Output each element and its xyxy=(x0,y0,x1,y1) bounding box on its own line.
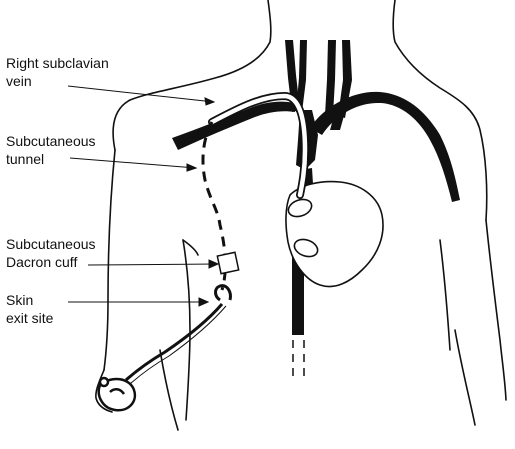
label-tunnel-line2: tunnel xyxy=(6,150,96,168)
label-tunnel: Subcutaneous tunnel xyxy=(6,132,96,168)
label-tunnel-line1: Subcutaneous xyxy=(6,132,96,150)
label-exit-line2: exit site xyxy=(6,309,53,327)
catheter-hub xyxy=(99,378,135,410)
label-subclavian-line1: Right subclavian xyxy=(6,54,109,72)
label-cuff-line1: Subcutaneous xyxy=(6,235,96,253)
label-cuff-line2: Dacron cuff xyxy=(6,253,96,271)
label-exit: Skin exit site xyxy=(6,291,53,327)
dacron-cuff xyxy=(217,252,238,273)
leader-lines xyxy=(68,86,218,306)
external-catheter-outline xyxy=(130,306,226,384)
label-exit-line1: Skin xyxy=(6,291,53,309)
label-cuff: Subcutaneous Dacron cuff xyxy=(6,235,96,271)
label-subclavian: Right subclavian vein xyxy=(6,54,109,90)
label-subclavian-line2: vein xyxy=(6,72,109,90)
external-catheter xyxy=(126,304,222,380)
ivc-dashed xyxy=(293,340,304,378)
